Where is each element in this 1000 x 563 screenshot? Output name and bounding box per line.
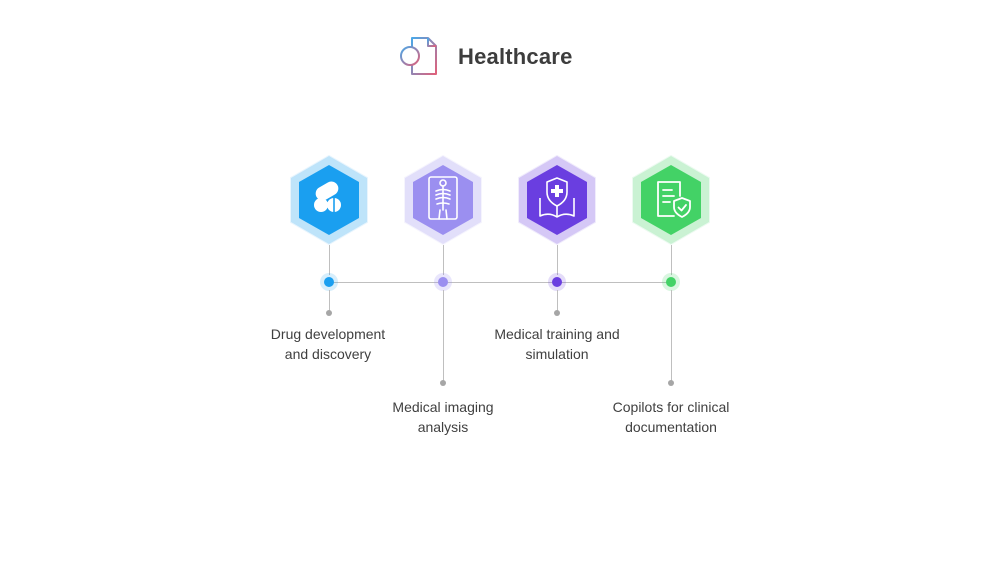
page-title: Healthcare xyxy=(458,44,573,69)
step-2-connector-up xyxy=(443,245,444,275)
step-3-hexagon xyxy=(516,154,598,246)
step-2-hexagon xyxy=(402,154,484,246)
step-2-connector-down xyxy=(443,290,444,382)
step-1-hexagon xyxy=(288,154,370,246)
step-4-label: Copilots for clinical documentation xyxy=(612,399,730,435)
timeline-line xyxy=(329,282,671,283)
step-1-connector-down xyxy=(329,290,330,312)
step-3-tick xyxy=(554,310,560,316)
step-4-connector-down xyxy=(671,290,672,382)
step-4-connector-up xyxy=(671,245,672,275)
step-1-connector-up xyxy=(329,245,330,275)
step-4-tick xyxy=(668,380,674,386)
step-2-tick xyxy=(440,380,446,386)
step-3-connector-up xyxy=(557,245,558,275)
step-1-label: Drug development and discovery xyxy=(270,326,386,362)
step-1-node xyxy=(324,277,334,287)
step-4-hexagon xyxy=(630,154,712,246)
step-1-tick xyxy=(326,310,332,316)
medical-book-shield-icon xyxy=(539,177,575,218)
step-3-node xyxy=(552,277,562,287)
step-4-node xyxy=(666,277,676,287)
xray-skeleton-icon xyxy=(428,176,458,220)
pills-icon xyxy=(314,181,341,212)
header: Healthcare xyxy=(398,34,573,80)
step-3-label: Medical training and simulation xyxy=(494,326,620,362)
step-2-label: Medical imaging analysis xyxy=(392,399,494,435)
medical-report-icon xyxy=(398,34,444,80)
step-2-node xyxy=(438,277,448,287)
step-3-connector-down xyxy=(557,290,558,312)
document-check-icon xyxy=(657,181,691,218)
